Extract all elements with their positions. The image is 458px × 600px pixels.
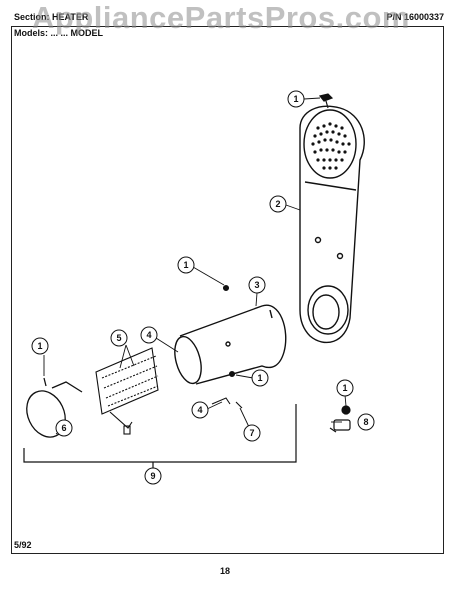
screw-top bbox=[318, 93, 334, 109]
svg-text:1: 1 bbox=[342, 383, 347, 393]
revision-date: 5/92 bbox=[14, 540, 32, 550]
svg-text:9: 9 bbox=[150, 471, 155, 481]
svg-text:8: 8 bbox=[363, 417, 368, 427]
svg-text:1: 1 bbox=[293, 94, 298, 104]
svg-text:1: 1 bbox=[37, 341, 42, 351]
heater-coil-element bbox=[95, 347, 159, 435]
callout-1-tube: 1 bbox=[177, 256, 195, 274]
callout-1-top: 1 bbox=[287, 90, 305, 108]
callouts: 1 2 1 3 5 4 1 1 4 7 6 1 8 9 bbox=[31, 90, 375, 485]
heater-duct bbox=[299, 105, 365, 344]
svg-text:5: 5 bbox=[116, 333, 121, 343]
callout-1-right: 1 bbox=[251, 369, 269, 387]
svg-text:7: 7 bbox=[249, 428, 254, 438]
part-number: P/N 16000337 bbox=[386, 12, 444, 22]
callout-9: 9 bbox=[144, 467, 162, 485]
section-title: Section: HEATER bbox=[14, 12, 89, 22]
svg-text:4: 4 bbox=[197, 405, 202, 415]
callout-2: 2 bbox=[269, 195, 287, 213]
callout-7: 7 bbox=[243, 424, 261, 442]
page-frame bbox=[11, 26, 444, 554]
heater-tube bbox=[174, 304, 287, 385]
svg-text:1: 1 bbox=[257, 373, 262, 383]
callout-4-upper: 4 bbox=[140, 326, 158, 344]
svg-text:4: 4 bbox=[146, 330, 151, 340]
callout-8: 8 bbox=[357, 413, 375, 431]
callout-1-left: 1 bbox=[31, 337, 49, 355]
models-line: Models: ... ... MODEL bbox=[14, 28, 104, 38]
callout-6: 6 bbox=[55, 419, 73, 437]
svg-text:3: 3 bbox=[254, 280, 259, 290]
callout-3: 3 bbox=[248, 276, 266, 294]
callout-5: 5 bbox=[110, 329, 128, 347]
watermark: AppliancePartsPros.com bbox=[32, 0, 410, 35]
callout-1-thermo: 1 bbox=[336, 379, 354, 397]
svg-text:6: 6 bbox=[61, 423, 66, 433]
svg-text:2: 2 bbox=[275, 199, 280, 209]
page-number: 18 bbox=[220, 566, 231, 576]
clip-parts bbox=[211, 284, 243, 409]
leader-lines bbox=[43, 97, 347, 435]
svg-text:1: 1 bbox=[183, 260, 188, 270]
callout-4-lower: 4 bbox=[191, 401, 209, 419]
cover-plate bbox=[26, 377, 83, 438]
thermostat bbox=[329, 405, 351, 433]
duct-vent-holes bbox=[311, 122, 351, 170]
